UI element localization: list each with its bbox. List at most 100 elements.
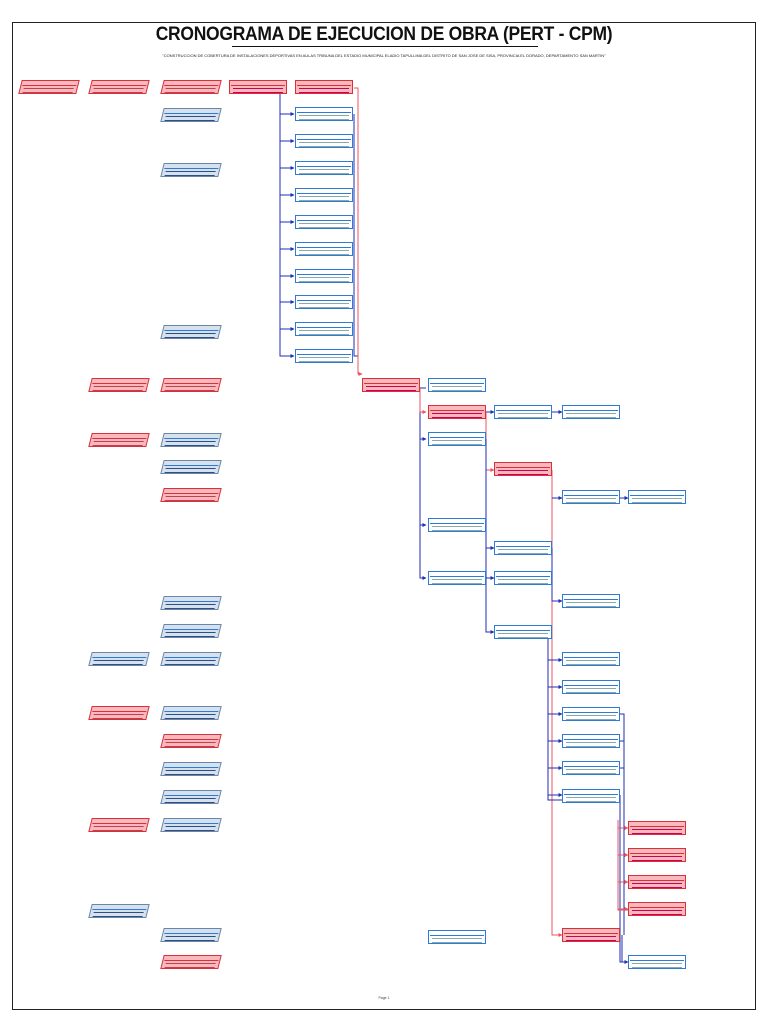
summary-task-node	[160, 928, 222, 942]
node-duration-row	[632, 966, 682, 968]
node-duration-row	[566, 772, 616, 774]
node-dates-row	[432, 526, 482, 527]
node-title-bar	[630, 876, 684, 881]
node-duration-row	[164, 336, 215, 338]
node-title-bar	[22, 81, 78, 86]
node-title-bar	[164, 109, 220, 114]
summary-task-node	[88, 904, 150, 918]
node-dates-row	[299, 88, 349, 89]
node-dates-row	[366, 386, 416, 387]
node-dates-row	[165, 604, 216, 605]
node-dates-row	[165, 714, 216, 715]
node-dates-row	[432, 579, 482, 580]
node-title-bar	[164, 707, 220, 712]
node-duration-row	[164, 91, 215, 93]
node-duration-row	[233, 91, 283, 93]
node-duration-row	[498, 636, 548, 638]
node-duration-row	[566, 745, 616, 747]
node-title-bar	[496, 626, 550, 631]
summary-task-node	[160, 955, 222, 969]
node-duration-row	[498, 582, 548, 584]
node-title-bar	[297, 243, 351, 248]
node-title-bar	[564, 406, 618, 411]
node-title-bar	[496, 542, 550, 547]
node-dates-row	[165, 742, 216, 743]
node-duration-row	[22, 91, 73, 93]
node-title-bar	[564, 790, 618, 795]
node-title-bar	[92, 81, 148, 86]
node-duration-row	[299, 172, 349, 174]
summary-task-node	[88, 818, 150, 832]
task-node	[295, 322, 353, 336]
summary-task-node	[160, 652, 222, 666]
node-title-bar	[430, 433, 484, 438]
node-duration-row	[92, 829, 143, 831]
node-title-bar	[496, 572, 550, 577]
node-dates-row	[165, 632, 216, 633]
node-dates-row	[93, 912, 144, 913]
node-title-bar	[564, 491, 618, 496]
node-dates-row	[566, 769, 616, 770]
node-duration-row	[566, 939, 616, 941]
node-duration-row	[92, 91, 143, 93]
node-duration-row	[164, 717, 215, 719]
node-duration-row	[432, 389, 482, 391]
node-dates-row	[165, 441, 216, 442]
drawing-frame	[12, 22, 756, 1010]
node-dates-row	[566, 936, 616, 937]
task-node	[295, 295, 353, 309]
node-dates-row	[632, 963, 682, 964]
node-dates-row	[498, 579, 548, 580]
node-title-bar	[564, 681, 618, 686]
project-subtitle: "CONSTRUCCION DE COBERTURA DE INSTALACIO…	[162, 53, 606, 58]
node-dates-row	[165, 88, 216, 89]
node-title-bar	[630, 491, 684, 496]
critical-task-node	[428, 405, 486, 419]
node-dates-row	[93, 88, 144, 89]
node-title-bar	[164, 326, 220, 331]
node-dates-row	[498, 549, 548, 550]
summary-task-node	[160, 734, 222, 748]
node-dates-row	[165, 171, 216, 172]
critical-task-node	[562, 928, 620, 942]
node-dates-row	[165, 826, 216, 827]
node-duration-row	[566, 501, 616, 503]
node-duration-row	[498, 552, 548, 554]
node-duration-row	[299, 253, 349, 255]
node-duration-row	[432, 941, 482, 943]
task-node	[494, 405, 552, 419]
node-title-bar	[430, 931, 484, 936]
node-dates-row	[299, 330, 349, 331]
task-node	[295, 269, 353, 283]
task-node	[494, 625, 552, 639]
node-duration-row	[164, 119, 215, 121]
node-title-bar	[564, 708, 618, 713]
node-duration-row	[632, 501, 682, 503]
node-dates-row	[299, 277, 349, 278]
node-dates-row	[299, 142, 349, 143]
node-title-bar	[164, 461, 220, 466]
task-node	[295, 242, 353, 256]
node-title-bar	[564, 762, 618, 767]
summary-task-node	[160, 80, 222, 94]
node-duration-row	[498, 473, 548, 475]
node-title-bar	[297, 270, 351, 275]
node-title-bar	[630, 903, 684, 908]
node-title-bar	[564, 595, 618, 600]
node-title-bar	[164, 819, 220, 824]
summary-task-node	[88, 652, 150, 666]
node-title-bar	[630, 849, 684, 854]
node-duration-row	[566, 691, 616, 693]
node-dates-row	[165, 798, 216, 799]
node-dates-row	[165, 116, 216, 117]
summary-task-node	[18, 80, 80, 94]
node-duration-row	[299, 360, 349, 362]
node-title-bar	[164, 929, 220, 934]
node-title-bar	[164, 625, 220, 630]
node-dates-row	[165, 770, 216, 771]
node-duration-row	[632, 832, 682, 834]
node-duration-row	[299, 306, 349, 308]
task-node	[494, 571, 552, 585]
node-title-bar	[164, 597, 220, 602]
